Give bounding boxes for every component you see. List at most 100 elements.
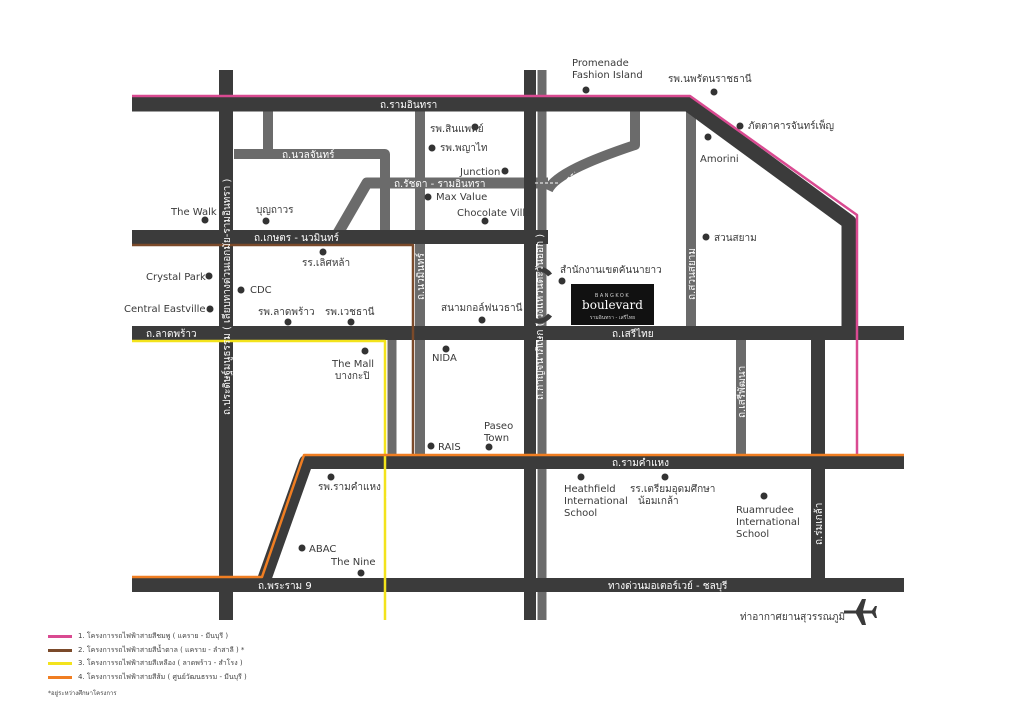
legend-item: 2. โครงการรถไฟฟ้าสายสีน้ำตาล ( แคราย - ล…: [48, 644, 247, 658]
label-triam-2: น้อมเกล้า: [638, 495, 679, 507]
dot-sinphaet: [471, 123, 479, 131]
dot-triam: [661, 473, 669, 481]
dot-promenade: [582, 86, 590, 94]
main-roads: [132, 70, 904, 620]
label-triam-1: รร.เตรียมอุดมศึกษา: [630, 483, 715, 495]
dot-amorini: [704, 133, 712, 141]
dot-abac: [298, 544, 306, 552]
label-airport: ท่าอากาศยานสุวรรณภูมิ: [740, 612, 845, 623]
label-district-office: สำนักงานเขตคันนายาว: [560, 265, 662, 276]
label-heathfield-3: School: [564, 508, 597, 519]
label-central-eastville: Central Eastville: [124, 304, 206, 315]
dot-golf: [478, 316, 486, 324]
legend-swatch-orange: [48, 675, 72, 679]
dot-lertla: [319, 248, 327, 256]
label-bunyawat: บุญถาวร: [256, 205, 294, 216]
dot-hosp-ramkhamhaeng: [327, 473, 335, 481]
label-suan-siam: ถ.สวนสยาม: [687, 248, 698, 300]
label-ramkhamhaeng: ถ.รามคำแหง: [612, 458, 669, 469]
legend-swatch-yellow: [48, 662, 72, 666]
dot-chocolate-ville: [481, 217, 489, 225]
label-rama9: ถ.พระราม 9: [258, 581, 312, 592]
label-motorway: ทางด่วนมอเตอร์เวย์ - ชลบุรี: [608, 580, 728, 592]
label-the-walk: The Walk: [170, 207, 217, 218]
label-sinphaet: รพ.สินแพทย์: [430, 123, 484, 135]
label-ram-inthra: ถ.รามอินทรา: [380, 100, 437, 111]
label-hosp-ramkhamhaeng: รพ.รามคำแหง: [318, 482, 381, 493]
dot-bunyawat: [262, 217, 270, 225]
label-rom-klao: ถ.ร่มเกล้า: [813, 503, 825, 545]
secondary-roads: [234, 70, 746, 620]
label-nopparat: รพ.นพรัตนราชธานี: [668, 73, 752, 85]
interchange: [524, 266, 553, 324]
legend-label: 3. โครงการรถไฟฟ้าสายสีเหลือง ( ลาดพร้าว …: [78, 659, 243, 668]
dot-the-mall: [361, 347, 369, 355]
legend-swatch-brown: [48, 648, 72, 652]
yellow-line: [132, 339, 387, 620]
road-ratchada-ramintra: [329, 177, 548, 243]
dot-the-walk: [201, 216, 209, 224]
place-dots: [201, 86, 768, 577]
label-rais: RAIS: [438, 442, 461, 453]
label-kanchanaphisek: ถ.กาญจนาภิเษก ( วงแหวนตะวันออก ): [535, 234, 546, 400]
dot-nida: [442, 345, 450, 353]
dot-district-office: [558, 277, 566, 285]
label-amorini: Amorini: [700, 154, 739, 165]
label-nida: NIDA: [432, 353, 457, 364]
legend-label: 1. โครงการรถไฟฟ้าสายสีชมพู ( แคราย - มีน…: [78, 632, 229, 641]
interchange-bottom: [524, 313, 553, 324]
dot-rais: [427, 442, 435, 450]
orange-line: [132, 453, 904, 579]
dot-junction: [501, 167, 509, 175]
label-nuan-chan: ถ.นวลจันทร์: [282, 149, 335, 161]
label-hosp-latphrao: รพ.ลาดพร้าว: [258, 306, 315, 318]
label-paseo-2: Town: [483, 433, 509, 444]
label-the-mall-1: The Mall: [331, 359, 374, 370]
label-the-nine: The Nine: [330, 557, 376, 568]
project-logo: BANGKOK boulevard รามอินทรา - เสรีไทย: [571, 284, 654, 325]
legend-item: 3. โครงการรถไฟฟ้าสายสีเหลือง ( ลาดพร้าว …: [48, 657, 247, 671]
dot-hosp-latphrao: [284, 318, 292, 326]
legend-item: 1. โครงการรถไฟฟ้าสายสีชมพู ( แคราย - มีน…: [48, 630, 247, 644]
label-the-mall-2: บางกะปิ: [335, 371, 370, 382]
legend-note: *อยู่ระหว่างศึกษาโครงการ: [48, 690, 117, 697]
airplane-icon: [844, 599, 877, 625]
interchange-top: [524, 266, 553, 277]
dot-ruamrudee: [760, 492, 768, 500]
dot-phyathai: [428, 144, 436, 152]
label-cdc: CDC: [250, 285, 272, 296]
label-promenade-1: Promenade: [572, 58, 629, 69]
label-heathfield-2: International: [564, 496, 628, 507]
label-hosp-wetchathani: รพ.เวชธานี: [325, 306, 375, 318]
legend-label: 4. โครงการรถไฟฟ้าสายสีส้ม ( ศูนย์วัฒนธรร…: [78, 672, 247, 681]
road-ramkhamhaeng: [257, 455, 904, 583]
project-logo-top: BANGKOK: [595, 293, 630, 299]
label-golf: สนามกอล์ฟนวธานี: [441, 302, 523, 314]
dot-crystal-park: [205, 272, 213, 280]
dot-nopparat: [710, 88, 718, 96]
label-lertla: รร.เลิศหล้า: [302, 257, 350, 269]
project-logo-name: boulevard: [582, 298, 643, 312]
label-phattakan: ภัตตาคารจันทร์เพ็ญ: [748, 118, 834, 132]
label-chocolate-ville: Chocolate Ville: [457, 208, 531, 219]
project-logo-box: [571, 284, 654, 325]
dot-central-eastville: [206, 305, 214, 313]
road-arrows: [535, 171, 576, 211]
dot-hosp-wetchathani: [347, 318, 355, 326]
dot-max-value: [424, 193, 432, 201]
label-kaset-nawamin: ถ.เกษตร - นวมินทร์: [254, 232, 340, 244]
label-max-value: Max Value: [436, 192, 487, 203]
label-lat-phrao: ถ.ลาดพร้าว: [146, 328, 197, 340]
label-ruamrudee-1: Ruamrudee: [736, 505, 794, 516]
rail-lines: [132, 94, 904, 620]
dot-cdc: [237, 286, 245, 294]
legend-swatch-pink: [48, 635, 72, 639]
dot-suan-siam: [702, 233, 710, 241]
label-nawamin: ถ.นวมินทร์: [415, 252, 427, 300]
label-pradit-manutham: ถ.ประดิษฐ์มนูธรรม ( เลียบทางด่วนเอกมัย-ร…: [221, 178, 233, 415]
project-logo-sub: รามอินทรา - เสรีไทย: [590, 314, 635, 321]
road-ratchada-link: [543, 100, 640, 193]
pink-line: [132, 94, 859, 455]
dot-the-nine: [357, 569, 365, 577]
